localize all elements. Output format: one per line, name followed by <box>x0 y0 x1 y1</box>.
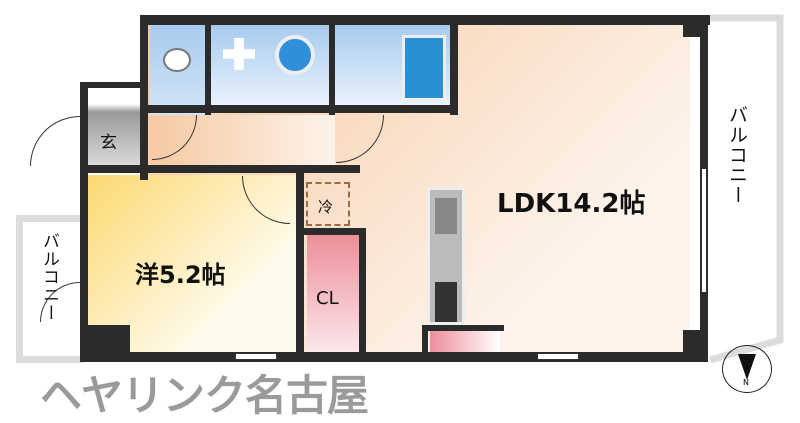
fridge-label: 冷 <box>318 198 334 216</box>
fridge-space <box>306 182 350 226</box>
watermark: ヘヤリンク名古屋 <box>40 371 369 420</box>
ldk-label: LDK14.2帖 <box>497 189 646 219</box>
wall <box>422 325 504 331</box>
kitchen-counter <box>427 187 465 325</box>
pillar <box>683 15 705 37</box>
wall <box>80 82 88 362</box>
wall <box>422 325 428 355</box>
western-room-label: 洋5.2帖 <box>135 261 226 289</box>
wall <box>80 165 360 173</box>
window <box>235 353 277 360</box>
wall <box>296 170 304 355</box>
north-arrow-icon <box>738 354 756 380</box>
wall <box>140 15 710 25</box>
wall <box>359 228 366 355</box>
wall <box>304 228 366 235</box>
wall <box>140 15 148 180</box>
window <box>537 353 579 360</box>
entrance-floor <box>85 88 145 168</box>
toilet-icon <box>163 48 191 72</box>
compass: N <box>722 345 772 393</box>
washroom <box>210 25 330 107</box>
wall <box>140 105 458 113</box>
storage <box>430 330 500 352</box>
wall <box>80 352 708 362</box>
compass-label: N <box>743 378 749 387</box>
wall <box>80 82 145 88</box>
closet <box>307 235 359 352</box>
wall <box>329 15 335 115</box>
balcony-left <box>16 215 84 363</box>
wall <box>205 15 211 115</box>
pillar <box>88 325 130 355</box>
entrance-label: 玄 <box>100 133 117 153</box>
wall <box>450 15 458 115</box>
sink-icon <box>275 35 315 75</box>
closet-label: CL <box>316 288 339 309</box>
bathtub-icon <box>402 35 446 101</box>
window <box>701 168 707 293</box>
entrance-door[interactable] <box>30 116 80 166</box>
balcony-right-label: バルコニー <box>726 105 748 205</box>
stove-icon <box>435 282 457 322</box>
